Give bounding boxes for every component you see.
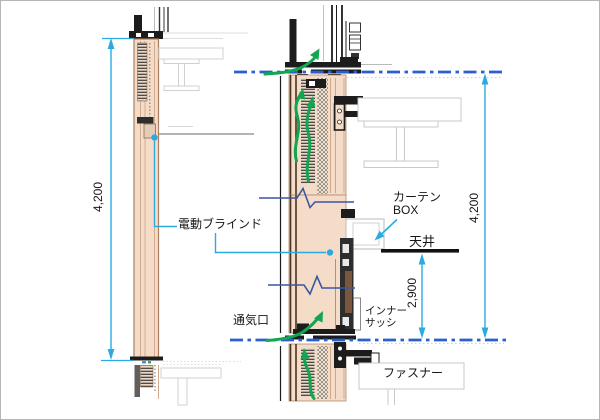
label-electric-blind: 電動ブラインド [178,217,263,231]
label-inner-sash: インナー サッシ [365,305,407,330]
insulation-column-upper [317,78,328,194]
label-inner-sash-line1: インナー [365,305,407,317]
upper-slab-beam-right [357,97,462,168]
blind-motor [143,123,156,139]
blind-slats-left [137,42,148,102]
dimension-label-left-4200: 4,200 [91,181,105,213]
dimension-left-4200 [101,37,134,362]
inner-sash-frame [340,238,361,333]
label-inner-sash-line2: サッシ [365,316,397,329]
label-curtain-box: カーテン BOX [393,190,442,218]
blind-bottom-rail [137,117,154,124]
dimension-label-right-4200: 4,200 [467,192,481,224]
bottom-slab-beam-left [160,367,222,406]
leader-electric-blind [151,134,334,256]
fastener-zone [358,343,504,405]
airflow-arrows [263,48,323,400]
insulation-column-lower [317,346,328,399]
label-vent: 通気口 [233,313,270,327]
label-ceiling: 天井 [409,234,436,249]
top-slab-beam-left [158,47,224,91]
dimension-2900 [418,253,426,339]
break-lines [259,186,355,296]
dimension-lines [101,37,489,362]
label-curtain-box-line2: BOX [393,203,419,218]
label-curtain-box-line1: カーテン [393,190,442,204]
dimension-right-4200 [481,73,489,339]
fastener-bracket [334,342,380,368]
bottom-vent-frame [285,323,356,341]
label-fastener: ファスナー [383,366,444,380]
dimension-label-2900: 2,900 [405,277,419,309]
left-section-drawing [129,7,254,406]
ceiling-line-right [381,249,459,253]
leader-curtain-box [374,218,398,241]
